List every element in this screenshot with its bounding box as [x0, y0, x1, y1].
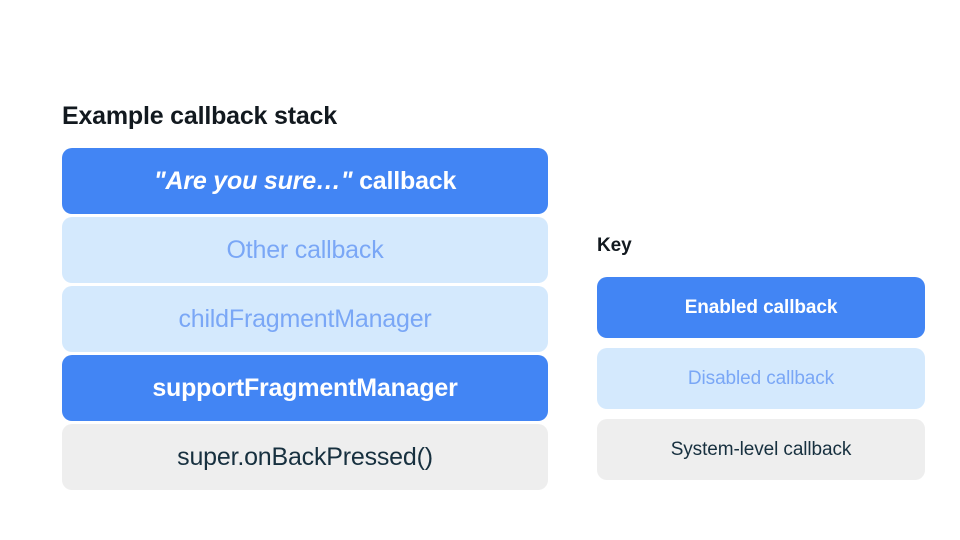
stack-item-support-fragment-manager: supportFragmentManager: [62, 355, 548, 421]
key-legend-list: Enabled callback Disabled callback Syste…: [597, 277, 925, 480]
stack-item-label: "Are you sure…" callback: [153, 166, 457, 196]
key-item-enabled-callback: Enabled callback: [597, 277, 925, 338]
stack-item-label: supportFragmentManager: [152, 374, 458, 402]
stack-item-label-quoted: "Are you sure…": [153, 167, 353, 195]
callback-stack-list: "Are you sure…" callback Other callback …: [62, 148, 548, 490]
key-item-label: System-level callback: [670, 438, 852, 460]
callback-stack-section: Example callback stack "Are you sure…" c…: [62, 100, 548, 490]
stack-item-label-suffix: callback: [352, 167, 457, 195]
key-item-label: Disabled callback: [687, 367, 835, 389]
stack-item-label: childFragmentManager: [178, 305, 432, 333]
key-item-label: Enabled callback: [684, 296, 838, 318]
stack-title: Example callback stack: [62, 102, 337, 130]
stack-item-label: super.onBackPressed(): [177, 443, 433, 471]
key-title: Key: [597, 235, 632, 256]
key-item-disabled-callback: Disabled callback: [597, 348, 925, 409]
stack-item-are-you-sure-callback: "Are you sure…" callback: [62, 148, 548, 214]
stack-item-super-on-back-pressed: super.onBackPressed(): [62, 424, 548, 490]
key-legend-section: Key Enabled callback Disabled callback S…: [597, 234, 925, 480]
stack-item-other-callback: Other callback: [62, 217, 548, 283]
key-item-system-level-callback: System-level callback: [597, 419, 925, 480]
stack-item-child-fragment-manager: childFragmentManager: [62, 286, 548, 352]
stack-item-label: Other callback: [226, 236, 384, 264]
